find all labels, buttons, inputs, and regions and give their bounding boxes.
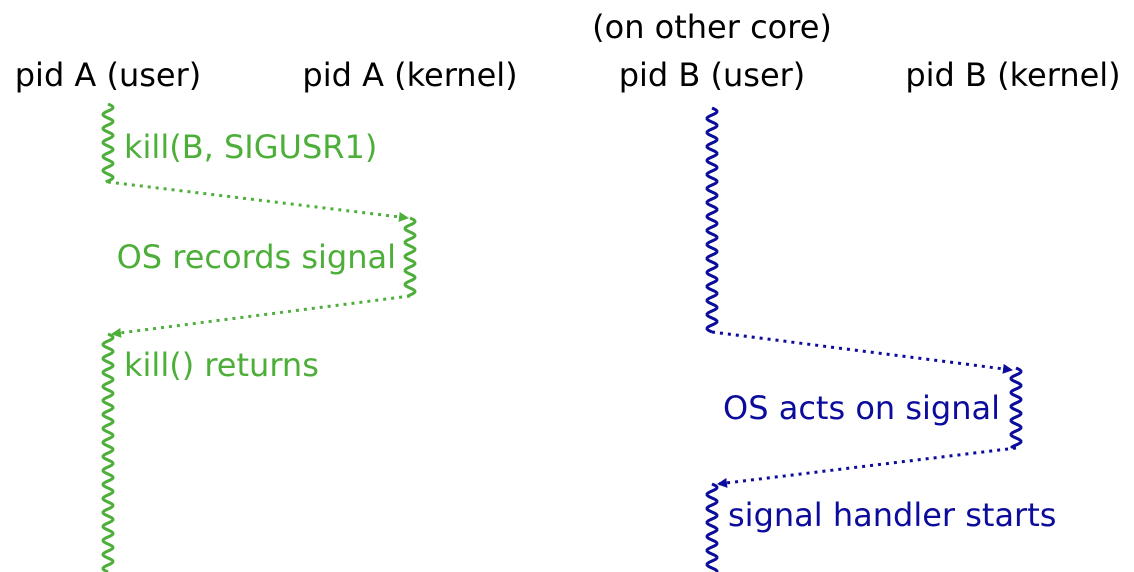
label-signal-handler-starts: signal handler starts (728, 496, 1056, 534)
a-kernel-exec (403, 216, 417, 298)
header-pid-a-kernel: pid A (kernel) (302, 56, 517, 94)
a-user-exec-1 (101, 102, 115, 184)
label-kill-call: kill(B, SIGUSR1) (124, 128, 377, 166)
header-pid-a-user: pid A (user) (15, 56, 202, 94)
label-kill-returns: kill() returns (124, 346, 319, 384)
label-os-records-signal: OS records signal (117, 238, 396, 276)
a-return-arrow (111, 294, 411, 338)
header-pid-b-note: (on other core) (592, 8, 832, 46)
b-interrupt-arrow (711, 330, 1013, 374)
header-pid-b-kernel: pid B (kernel) (905, 56, 1120, 94)
label-os-acts-on-signal: OS acts on signal (723, 389, 1000, 427)
b-user-exec-1 (705, 106, 719, 334)
header-pid-b-user: pid B (user) (619, 56, 806, 94)
b-kernel-exec (1009, 366, 1023, 450)
b-handler-arrow (717, 446, 1017, 488)
b-user-exec-2 (705, 482, 719, 572)
a-syscall-arrow (107, 180, 409, 222)
a-user-exec-2 (101, 332, 115, 572)
